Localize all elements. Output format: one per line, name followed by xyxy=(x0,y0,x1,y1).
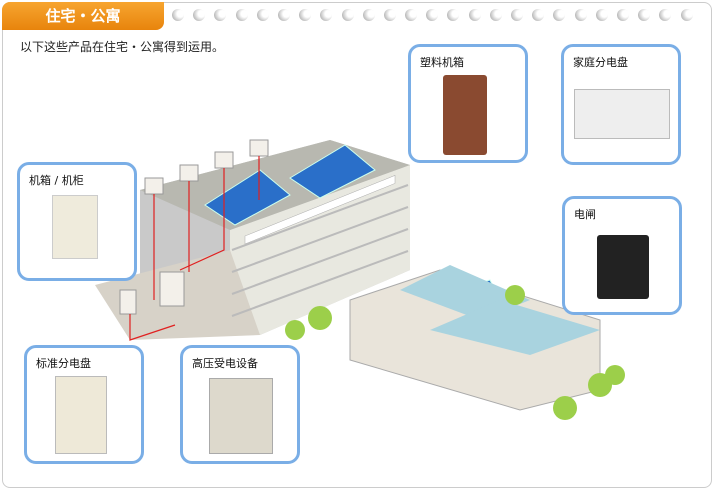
distribution-panel-image xyxy=(574,89,670,139)
dot xyxy=(574,9,587,21)
dot xyxy=(659,9,672,21)
product-card-cabinet[interactable]: 机箱 / 机柜 xyxy=(17,162,137,281)
product-card-high-voltage-equipment[interactable]: 高压受电设备 xyxy=(180,345,300,464)
section-tab: 住宅・公寓 xyxy=(2,2,164,30)
dot xyxy=(595,9,608,21)
dot xyxy=(616,9,629,21)
dot xyxy=(468,9,481,21)
dot xyxy=(341,9,354,21)
dot xyxy=(426,9,439,21)
dot xyxy=(680,9,693,21)
cabinet-image xyxy=(52,195,98,259)
plastic-box-image xyxy=(443,75,487,155)
dot xyxy=(277,9,290,21)
dot xyxy=(489,9,502,21)
product-card-plastic-box[interactable]: 塑料机箱 xyxy=(408,44,528,163)
dot xyxy=(235,9,248,21)
product-label: 电闸 xyxy=(574,208,596,221)
dot xyxy=(383,9,396,21)
product-label: 高压受电设备 xyxy=(192,357,258,370)
dot xyxy=(193,9,206,21)
dot xyxy=(532,9,545,21)
product-label: 家庭分电盘 xyxy=(573,56,628,69)
trees xyxy=(285,285,625,420)
product-card-standard-panel[interactable]: 标准分电盘 xyxy=(24,345,144,464)
wiring xyxy=(129,156,260,341)
product-label: 标准分电盘 xyxy=(36,357,91,370)
dot xyxy=(638,9,651,21)
dot xyxy=(172,9,184,21)
dot xyxy=(511,9,523,21)
dot xyxy=(553,9,566,21)
dot xyxy=(214,9,227,21)
dot xyxy=(256,9,269,21)
breaker-image xyxy=(597,235,649,299)
dot xyxy=(447,9,460,21)
intro-text: 以下这些产品在住宅・公寓得到运用。 xyxy=(20,40,225,54)
product-label: 机箱 / 机柜 xyxy=(29,174,84,187)
dot xyxy=(320,9,333,21)
product-label: 塑料机箱 xyxy=(420,56,464,69)
dot xyxy=(405,9,418,21)
product-card-breaker[interactable]: 电闸 xyxy=(562,196,682,315)
high-voltage-image xyxy=(209,378,273,454)
product-card-home-distribution-panel[interactable]: 家庭分电盘 xyxy=(561,44,681,165)
dot xyxy=(362,9,375,21)
standard-panel-image xyxy=(55,376,107,454)
dot xyxy=(299,9,312,21)
decorative-dots xyxy=(172,9,693,21)
